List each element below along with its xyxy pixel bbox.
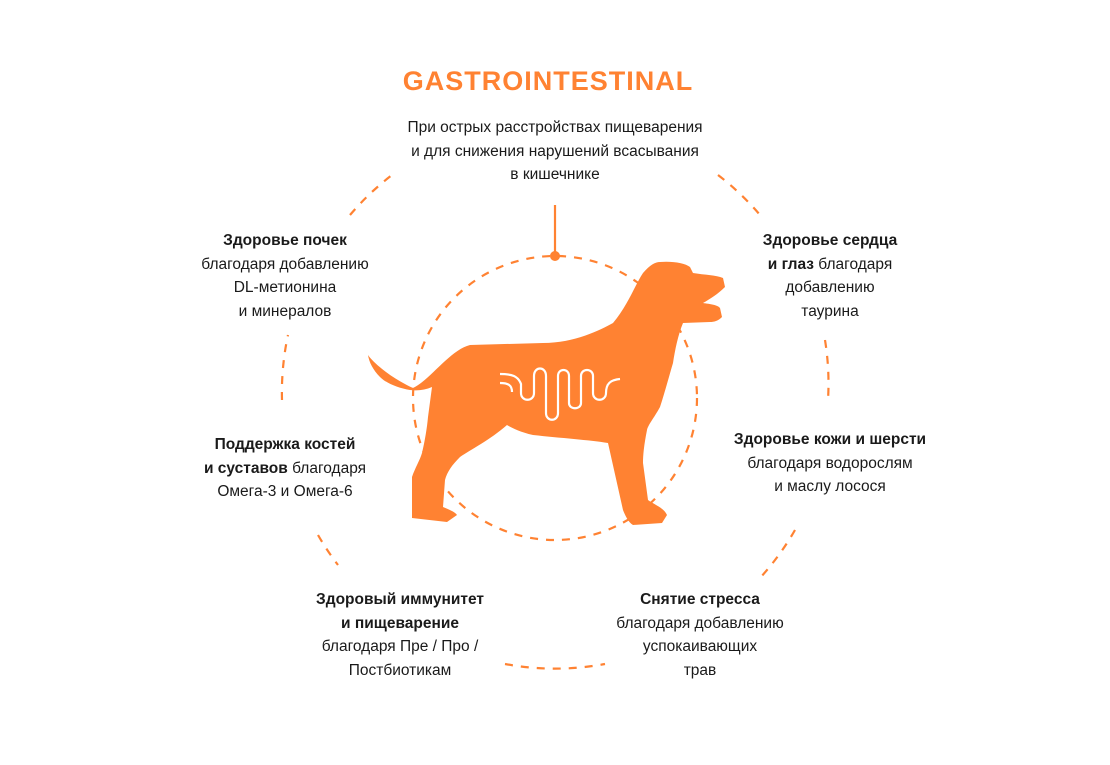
bones-block: Поддержка костей и суставов благодаря Ом…	[160, 433, 410, 504]
skin-block: Здоровье кожи и шерсти благодаря водорос…	[700, 428, 960, 499]
outer-arc-bottom	[504, 662, 606, 670]
skin-line: благодаря водорослям	[747, 454, 913, 472]
kidneys-line: благодаря добавлению	[201, 255, 369, 273]
outer-arc-top-left	[349, 174, 393, 216]
inner-dashed-circle	[411, 254, 699, 542]
intestine-icon	[499, 367, 621, 421]
bones-heading: Поддержка костей	[214, 436, 356, 453]
heart-line: таурина	[801, 302, 859, 320]
bones-line: Омега-3 и Омега-6	[217, 483, 353, 500]
skin-heading: Здоровье кожи и шерсти	[733, 431, 927, 448]
immunity-heading: Здоровый иммунитет	[316, 591, 484, 608]
outer-arc-top-right	[717, 174, 761, 216]
immunity-line: благодаря Пре / Про /	[321, 638, 479, 655]
stress-heading: Снятие стресса	[640, 591, 760, 608]
kidneys-heading: Здоровье почек	[223, 232, 347, 249]
heart-heading: Здоровье сердца	[762, 232, 898, 249]
gastro-line-1: При острых расстройствах пищеварения	[407, 119, 703, 136]
gastro-description: При острых расстройствах пищеварения и д…	[340, 116, 770, 187]
immunity-heading-2: и пищеварение	[341, 614, 459, 632]
immunity-block: Здоровый иммунитет и пищеварение благода…	[275, 588, 525, 682]
stress-block: Снятие стресса благодаря добавлению успо…	[575, 588, 825, 682]
kidneys-line: DL-метионина	[233, 279, 337, 296]
gastro-line-2: и для снижения нарушений всасывания	[411, 142, 699, 160]
kidneys-block: Здоровье почек благодаря добавлению DL-м…	[160, 229, 410, 323]
heart-heading-2: и глаз	[767, 255, 814, 273]
pointer-dot	[550, 251, 560, 261]
immunity-line: Постбиотикам	[348, 661, 452, 679]
kidneys-line: и минералов	[238, 302, 332, 320]
stress-line: благодаря добавлению	[616, 614, 784, 632]
heart-block: Здоровье сердца и глаз благодаря добавле…	[720, 229, 940, 323]
stress-line: успокаивающих	[642, 638, 758, 655]
outer-arc-bottom-left	[317, 534, 339, 566]
skin-line: и маслу лосося	[774, 478, 886, 495]
bones-rest: благодаря	[287, 459, 367, 477]
outer-arc-right	[823, 339, 830, 401]
heart-rest: благодаря	[814, 255, 893, 273]
gastro-line-3: в кишечнике	[510, 166, 600, 183]
bones-heading-2: и суставов	[203, 459, 288, 477]
outer-arc-left	[280, 334, 290, 401]
stress-line: трав	[683, 661, 717, 679]
heart-line: добавлению	[785, 279, 875, 296]
title: GASTROINTESTINAL	[402, 66, 694, 96]
outer-arc-bottom-right	[759, 529, 796, 579]
